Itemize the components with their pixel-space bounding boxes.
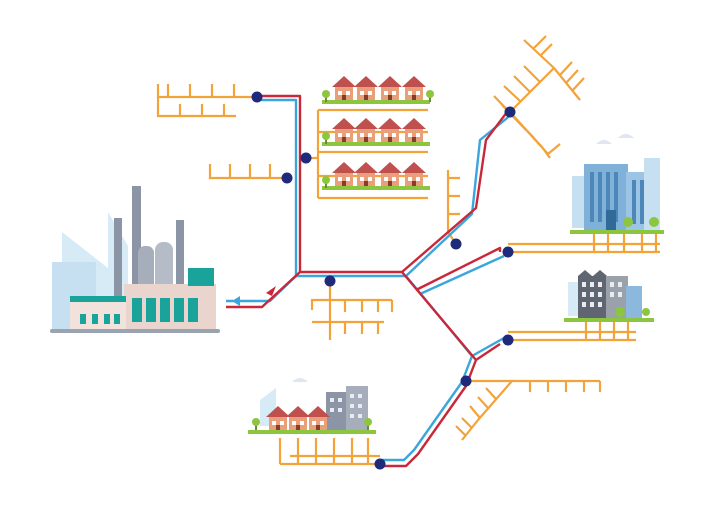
apartment-tower-icon bbox=[570, 134, 664, 234]
flow-arrows bbox=[232, 286, 276, 306]
branch-bottom-right bbox=[455, 379, 602, 441]
chimney-left bbox=[114, 218, 122, 308]
branch-village bbox=[278, 438, 380, 466]
junction-node bbox=[460, 375, 472, 387]
branch-right-mid-towers bbox=[508, 320, 636, 342]
factory-annex-windows bbox=[80, 314, 120, 324]
factory-tower bbox=[188, 268, 214, 286]
return-arrow-icon bbox=[232, 296, 240, 306]
silo-left bbox=[138, 246, 154, 296]
branch-right-top-towers bbox=[508, 232, 660, 254]
junction-node bbox=[502, 334, 514, 346]
house-row-icon bbox=[322, 162, 430, 190]
junction-node bbox=[300, 152, 312, 164]
branch-bottom-center bbox=[310, 281, 394, 340]
junction-nodes bbox=[251, 91, 516, 470]
factory-ground bbox=[50, 329, 220, 333]
branch-top-right bbox=[493, 35, 585, 159]
factory-annex-roof bbox=[70, 296, 126, 302]
branch-left-small bbox=[208, 164, 287, 180]
junction-node bbox=[251, 91, 263, 103]
house-row-icon bbox=[322, 76, 434, 104]
city-skyline-icon bbox=[564, 270, 654, 322]
junction-node bbox=[504, 106, 516, 118]
house-row-icon bbox=[322, 118, 430, 146]
factory-icon bbox=[50, 186, 220, 333]
junction-node bbox=[502, 246, 514, 258]
junction-node bbox=[450, 238, 462, 250]
chimney-center bbox=[132, 186, 141, 308]
junction-node bbox=[374, 458, 386, 470]
village-icon bbox=[248, 378, 376, 434]
branch-center-vertical bbox=[446, 170, 460, 245]
supply-arrow-icon bbox=[266, 286, 276, 296]
junction-node bbox=[324, 275, 336, 287]
factory-windows bbox=[132, 298, 198, 322]
silo-right bbox=[155, 242, 173, 296]
chimney-right bbox=[176, 220, 184, 308]
junction-node bbox=[281, 172, 293, 184]
branch-top-left bbox=[156, 84, 255, 118]
